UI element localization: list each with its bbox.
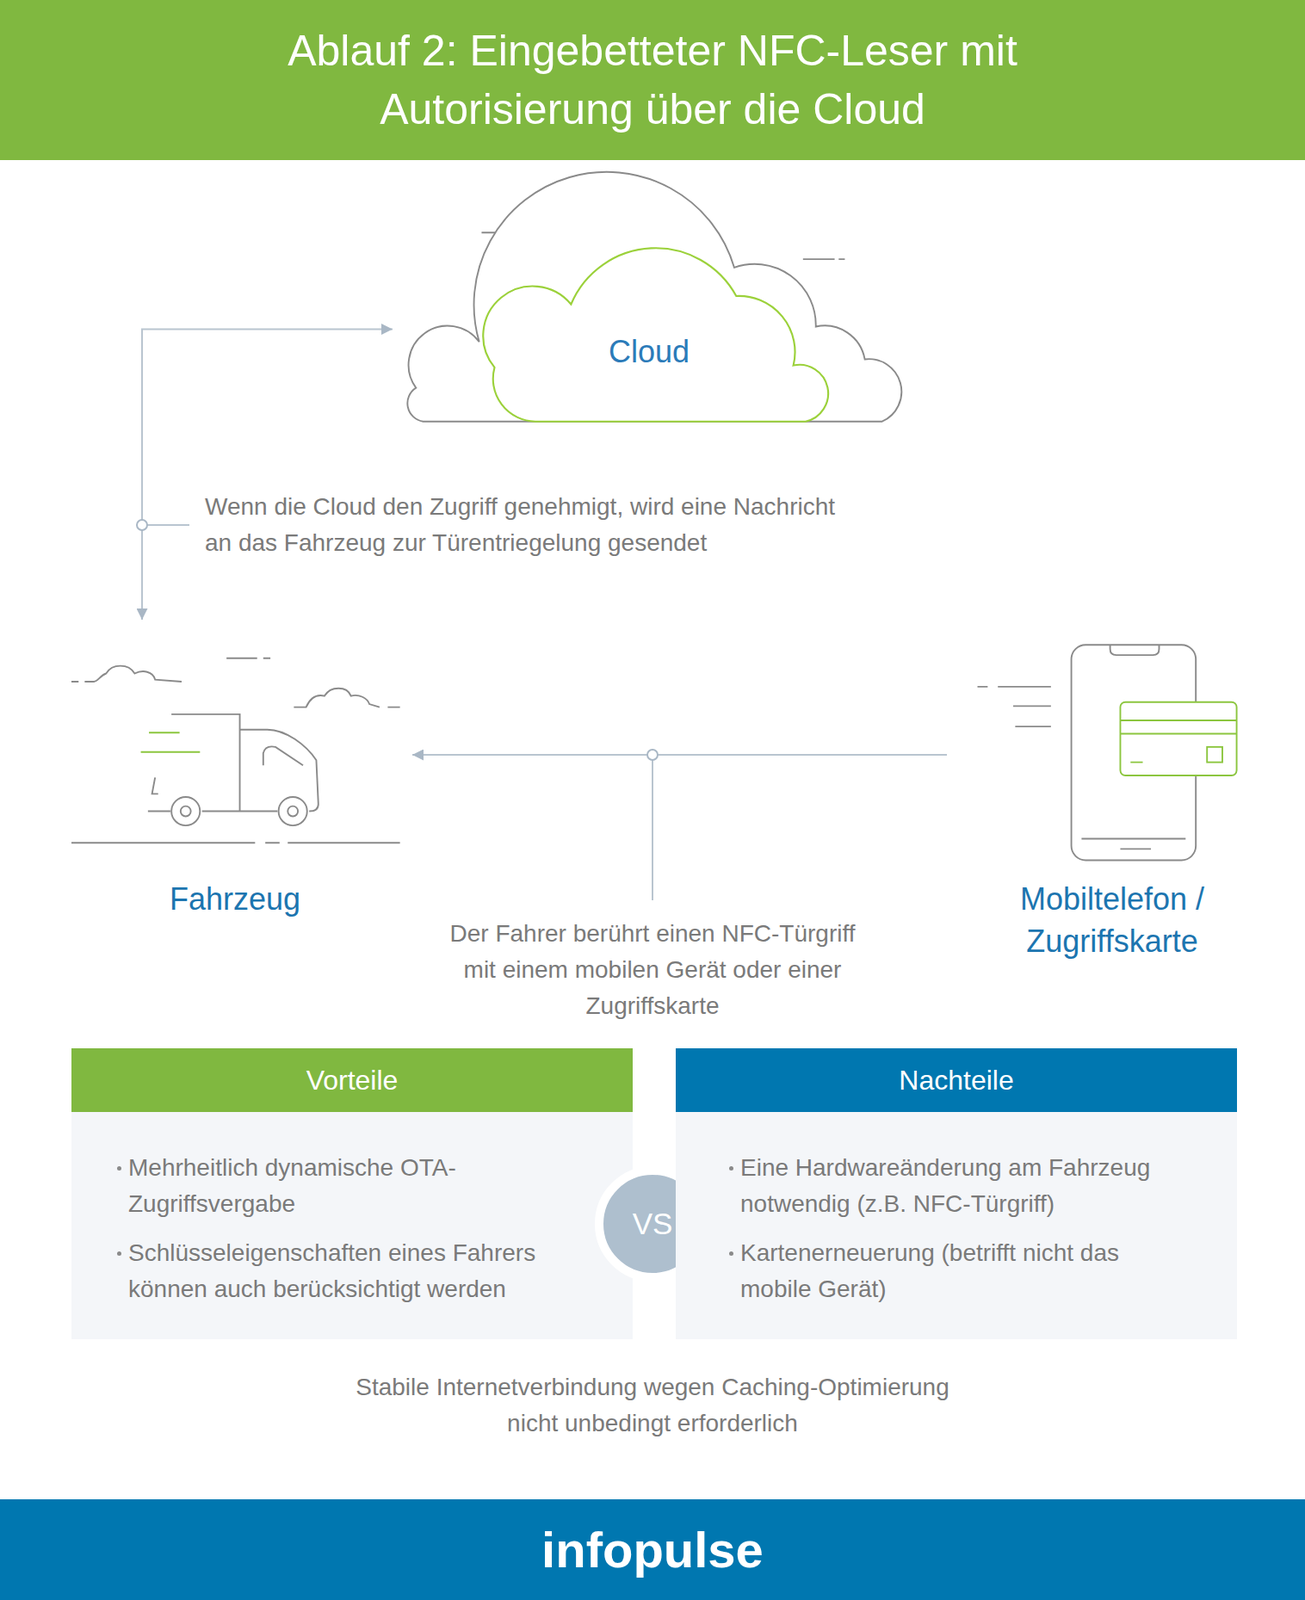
phone-label: Mobiltelefon / Zugriffskarte (946, 878, 1278, 963)
wheel-hub (287, 806, 298, 817)
cab-window (263, 746, 304, 766)
edge-label-slot: Wenn die Cloud den Zugriff genehmigt, wi… (204, 488, 851, 562)
phone-bottom (1081, 839, 1186, 850)
title-text: Ablauf 2: Eingebetteter NFC-Leser mit Au… (222, 0, 1083, 139)
title-band: Ablauf 2: Eingebetteter NFC-Leser mit Au… (0, 0, 1305, 161)
panel-heading: Vorteile (71, 1048, 633, 1113)
bullet-dot (117, 1166, 122, 1171)
cloud-back-outline (407, 172, 902, 422)
dash-line (803, 258, 846, 260)
card-chip (1206, 747, 1223, 763)
ground-line (71, 841, 401, 844)
wheel-hub (180, 806, 192, 817)
small-cloud (71, 666, 182, 682)
junction-dot (647, 749, 658, 761)
card-stripes (1119, 720, 1237, 763)
phone-node: Mobiltelefon / Zugriffskarte (946, 636, 1278, 963)
phone-illustration (977, 644, 1237, 860)
panel-body: Mehrheitlich dynamische OTA-Zugriffsverg… (71, 1112, 633, 1340)
decor-dashes (226, 232, 845, 658)
bullet-item: Kartenerneuerung (betrifft nicht das mob… (740, 1235, 1188, 1308)
small-cloud (293, 688, 400, 708)
leader-line (651, 760, 654, 901)
bullet-text: Eine Hardwareänderung am Fahrzeug notwen… (740, 1154, 1151, 1218)
dash-line (481, 231, 577, 234)
bullet-text: Kartenerneuerung (betrifft nicht das mob… (740, 1239, 1120, 1303)
bullet-text: Mehrheitlich dynamische OTA-Zugriffsverg… (128, 1154, 457, 1218)
bullet-dot (729, 1251, 734, 1256)
edge-label: Wenn die Cloud den Zugriff genehmigt, wi… (204, 488, 851, 562)
bullet-dot (117, 1251, 122, 1256)
bullet-item: Schlüsseleigenschaften eines Fahrers kön… (128, 1235, 576, 1308)
connector (412, 754, 947, 756)
phone-notch (1110, 644, 1160, 656)
edge-label: Der Fahrer berührt einen NFC-Türgriff mi… (437, 915, 868, 1025)
vehicle-label: Fahrzeug (57, 878, 413, 921)
cloud-outline (482, 247, 829, 421)
bullet-item: Mehrheitlich dynamische OTA-Zugriffsverg… (128, 1150, 576, 1223)
cloud-label: Cloud (392, 333, 906, 372)
caption-slot: Stabile Internetverbindung wegen Caching… (342, 1369, 963, 1442)
truck-mark (152, 777, 159, 794)
dash-line (226, 657, 271, 660)
vs-label: VS (594, 1166, 711, 1282)
speed-lines (141, 732, 201, 753)
logo-text: infopulse (0, 1499, 1305, 1600)
truck-chassis (148, 810, 279, 813)
panel-body: Eine Hardwareänderung am Fahrzeug notwen… (675, 1112, 1237, 1340)
truck-cab (240, 729, 319, 812)
junction-dot (136, 519, 148, 531)
bullet-dot (729, 1166, 734, 1171)
wheel (171, 797, 200, 826)
edge-label-slot: Der Fahrer berührt einen NFC-Türgriff mi… (437, 915, 868, 1025)
bullet-text: Schlüsseleigenschaften eines Fahrers kön… (128, 1239, 536, 1303)
vs-circle: VS (594, 1166, 711, 1282)
speed-lines (977, 686, 1052, 727)
card-outline (1119, 702, 1237, 776)
truck-illustration (71, 666, 401, 844)
footer-band: infopulse (0, 1499, 1305, 1600)
caption-text: Stabile Internetverbindung wegen Caching… (342, 1369, 963, 1442)
cloud-node: Cloud (392, 229, 906, 429)
leader-line (147, 524, 190, 526)
access-card (1119, 702, 1237, 776)
connector (142, 329, 393, 621)
vs-circle-fill (599, 1170, 706, 1278)
pros-panel: VorteileMehrheitlich dynamische OTA-Zugr… (71, 1048, 633, 1340)
panel-heading: Nachteile (675, 1048, 1237, 1113)
cons-panel: NachteileEine Hardwareänderung am Fahrze… (675, 1048, 1237, 1340)
wheel (278, 797, 308, 826)
vehicle-node: Fahrzeug (57, 619, 413, 921)
bullet-item: Eine Hardwareänderung am Fahrzeug notwen… (740, 1150, 1188, 1223)
vs-circle-shape (594, 1166, 711, 1282)
cloud-shape (392, 229, 906, 429)
